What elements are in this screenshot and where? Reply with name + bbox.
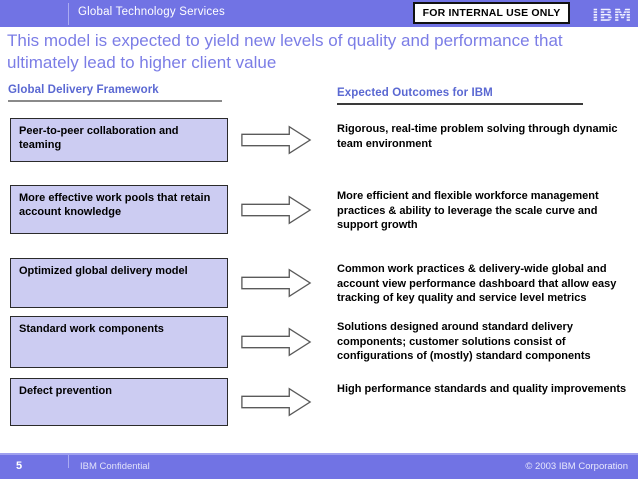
footer-divider [68, 455, 69, 468]
framework-box: Standard work components [10, 316, 228, 368]
ibm-logo-icon: IBM [592, 5, 632, 25]
outcome-text: Rigorous, real-time problem solving thro… [337, 123, 618, 150]
outcome-text: More efficient and flexible workforce ma… [337, 190, 599, 231]
row-left-group: Standard work components [10, 316, 312, 368]
column-header-framework: Global Delivery Framework [8, 84, 159, 96]
internal-use-only-badge: FOR INTERNAL USE ONLY [413, 2, 570, 24]
row-left-group: Peer-to-peer collaboration and teaming [10, 118, 312, 162]
column-header-outcomes: Expected Outcomes for IBM [337, 87, 493, 99]
page-number: 5 [16, 460, 23, 472]
outcome-text: Solutions designed around standard deliv… [337, 321, 591, 362]
outcome-text: Common work practices & delivery-wide gl… [337, 263, 617, 304]
right-arrow-icon [241, 387, 312, 417]
mapping-row: Standard work components Solutions desig… [10, 316, 630, 368]
mapping-row: Defect prevention High performance stand… [10, 378, 630, 426]
mapping-row: Peer-to-peer collaboration and teaming R… [10, 118, 630, 162]
outcome-text: High performance standards and quality i… [337, 383, 627, 395]
service-line-title: Global Technology Services [78, 6, 225, 18]
bottom-bar: 5 IBM Confidential © 2003 IBM Corporatio… [0, 453, 638, 479]
right-arrow-icon [241, 125, 312, 155]
slide-title: This model is expected to yield new leve… [7, 31, 563, 72]
right-arrow-icon [241, 327, 312, 357]
framework-box: Optimized global delivery model [10, 258, 228, 308]
mapping-row: More effective work pools that retain ac… [10, 185, 630, 234]
header-divider [68, 3, 69, 25]
framework-box: Peer-to-peer collaboration and teaming [10, 118, 228, 162]
top-bar: Global Technology Services FOR INTERNAL … [0, 0, 638, 27]
ibm-logo-text: IBM [592, 5, 632, 25]
row-left-group: Defect prevention [10, 378, 312, 426]
right-arrow-icon [241, 268, 312, 298]
framework-outcome-rows: Peer-to-peer collaboration and teaming R… [10, 112, 630, 426]
mapping-row: Optimized global delivery model Common w… [10, 258, 630, 308]
copyright-label: © 2003 IBM Corporation [525, 461, 628, 472]
row-left-group: More effective work pools that retain ac… [10, 185, 312, 234]
framework-box: Defect prevention [10, 378, 228, 426]
framework-header-underline [8, 100, 222, 102]
outcomes-header-underline [337, 103, 583, 105]
confidential-label: IBM Confidential [80, 461, 150, 472]
row-left-group: Optimized global delivery model [10, 258, 312, 308]
framework-box: More effective work pools that retain ac… [10, 185, 228, 234]
right-arrow-icon [241, 195, 312, 224]
